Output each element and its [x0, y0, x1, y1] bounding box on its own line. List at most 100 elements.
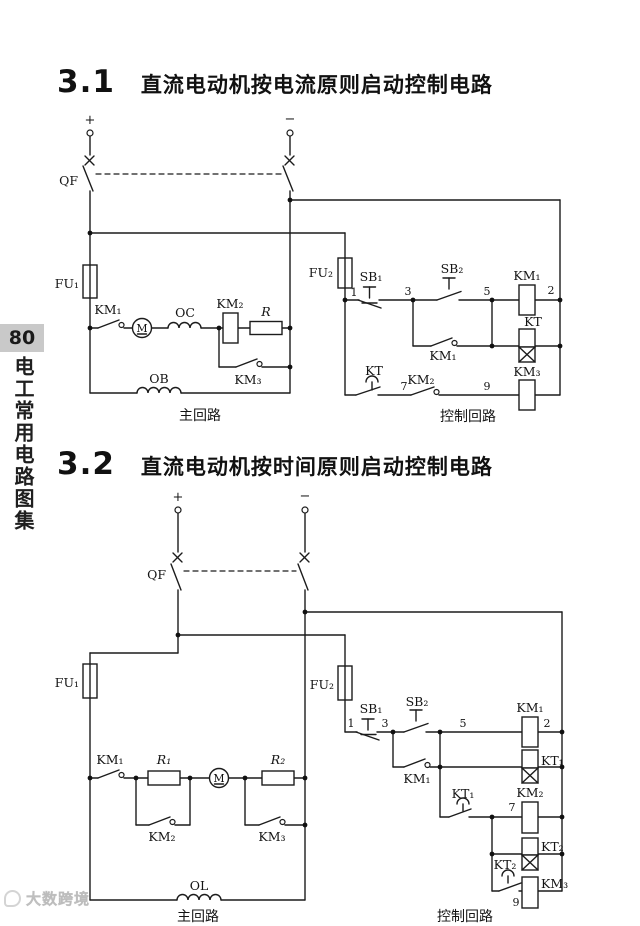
c2-sb2-label: SB₂ [406, 694, 429, 709]
c2-r2-label: R₂ [270, 752, 285, 767]
c2-ol-label: OL [190, 878, 209, 893]
c1-kt-coil [518, 328, 536, 363]
c1-junction-dots [87, 197, 563, 370]
c2-fu1-fuse [82, 663, 98, 699]
c1-r-label: R [260, 304, 270, 319]
c1-sb2-label: SB₂ [441, 261, 464, 276]
c1-minus-label: − [285, 112, 296, 127]
c1-km2-label: KM₂ [216, 296, 243, 311]
c2-node-1: 1 [348, 717, 355, 730]
c2-kt2-coil [521, 837, 539, 871]
watermark-text: 大数跨境 [26, 890, 91, 909]
page-number: 80 [0, 324, 44, 352]
c1-km1-contact-circle [118, 321, 125, 329]
section-3-2-title: 直流电动机按时间原则启动控制电路 [140, 455, 493, 479]
c1-km1-main-label: KM₁ [94, 302, 121, 317]
c1-r-resistor [249, 320, 283, 336]
c1-node-7: 7 [401, 380, 408, 393]
c1-km1-aux-contact-circle [451, 339, 458, 347]
c1-kt-contact-label: KT [365, 363, 383, 378]
c1-main-caption: 主回路 [179, 408, 221, 424]
c2-qf-label: QF [147, 567, 166, 582]
section-3-1-heading: 3.1 直流电动机按电流原则启动控制电路 [57, 64, 493, 100]
c2-km2-contact-circle [169, 818, 176, 826]
c2-junction-dots [87, 609, 565, 857]
c2-minus-terminal [301, 506, 309, 514]
c2-plus-label: + [173, 490, 184, 505]
section-3-1-title: 直流电动机按电流原则启动控制电路 [140, 73, 493, 97]
c1-km2-aux-label: KM₂ [407, 372, 434, 387]
c2-motor [208, 767, 230, 789]
c1-node-3: 3 [405, 285, 412, 298]
c2-sb1-label: SB₁ [360, 701, 383, 716]
c2-km3-coil-label: KM₃ [541, 876, 568, 891]
c2-km2-coil [521, 801, 539, 834]
c2-main-caption: 主回路 [177, 909, 219, 925]
c2-kt1-coil-label: KT₁ [541, 753, 564, 768]
c1-km2-aux-contact-circle [433, 388, 440, 396]
c2-kt2-coil-label: KT₂ [541, 839, 564, 854]
c1-km2-box [222, 312, 239, 344]
c1-km3-contact-label: KM₃ [234, 372, 261, 387]
circuit-3-1-diagram: + − QF FU₁ KM₁ M OC KM₂ R KM₃ OB 主回路 FU₂… [55, 112, 563, 425]
c2-km3-contact-circle [279, 818, 286, 826]
c2-km3-contact-label: KM₃ [258, 829, 285, 844]
c2-km1-main-label: KM₁ [96, 752, 123, 767]
c1-control-caption: 控制回路 [440, 409, 496, 425]
c1-plus-terminal [86, 129, 94, 137]
c2-fu2-label: FU₂ [310, 677, 334, 692]
c2-km1-contact-circle [118, 771, 125, 779]
c2-node-9: 9 [513, 896, 520, 909]
c2-plus-terminal [174, 506, 182, 514]
c1-sb1-label: SB₁ [360, 269, 383, 284]
c1-fu2-fuse [337, 257, 353, 289]
c1-wires [82, 135, 561, 396]
c2-control-caption: 控制回路 [437, 909, 493, 925]
c2-km2-contact-label: KM₂ [148, 829, 175, 844]
circuit-3-2-diagram: + − QF FU₁ FU₂ KM₁ R₁ M R₂ KM₂ KM₃ OL 主回… [55, 489, 568, 925]
c2-kt1-coil [521, 749, 539, 784]
c2-r1-label: R₁ [156, 752, 171, 767]
watermark: 大数跨境 [4, 888, 90, 909]
c2-kt1-contact-label: KT₁ [452, 786, 475, 801]
c1-motor-label: M [136, 322, 147, 335]
c1-km3-contact-circle [256, 360, 263, 368]
c1-km3-coil-label: KM₃ [513, 364, 540, 379]
c2-motor-label: M [213, 772, 224, 785]
c2-kt2-contact-label: KT₂ [494, 857, 517, 872]
c2-km2-coil-label: KM₂ [516, 785, 543, 800]
c1-node-9: 9 [484, 380, 491, 393]
c1-km3-coil [518, 379, 536, 411]
c2-node-3: 3 [382, 717, 389, 730]
c2-km1-coil-label: KM₁ [516, 700, 543, 715]
section-3-2-heading: 3.2 直流电动机按时间原则启动控制电路 [57, 446, 493, 482]
c1-node-2: 2 [548, 284, 555, 297]
c2-fu1-label: FU₁ [55, 675, 79, 690]
c1-oc-label: OC [175, 305, 195, 320]
c2-node-5: 5 [460, 717, 467, 730]
section-3-2-number: 3.2 [57, 446, 115, 482]
c1-km1-aux-label: KM₁ [429, 348, 456, 363]
c1-node-5: 5 [484, 285, 491, 298]
c2-r1-resistor [147, 770, 181, 786]
c2-km1-coil [521, 716, 539, 748]
c1-plus-label: + [85, 113, 96, 128]
watermark-logo-icon [4, 890, 21, 907]
c1-ob-label: OB [149, 371, 168, 386]
c1-qf-label: QF [59, 173, 78, 188]
c2-node-2: 2 [544, 717, 551, 730]
c1-fu1-label: FU₁ [55, 276, 79, 291]
c2-minus-label: − [300, 489, 311, 504]
c1-km1-coil-label: KM₁ [513, 268, 540, 283]
c1-node-1: 1 [351, 286, 358, 299]
c1-fu1-fuse [82, 264, 98, 299]
c1-motor [131, 317, 153, 339]
c1-kt-coil-label: KT [524, 314, 542, 329]
c2-node-7: 7 [509, 801, 516, 814]
c2-fu2-fuse [337, 665, 353, 701]
c2-km3-coil [521, 876, 539, 909]
c1-fu2-label: FU₂ [309, 265, 333, 280]
section-3-1-number: 3.1 [57, 64, 115, 100]
c2-r2-resistor [261, 770, 295, 786]
